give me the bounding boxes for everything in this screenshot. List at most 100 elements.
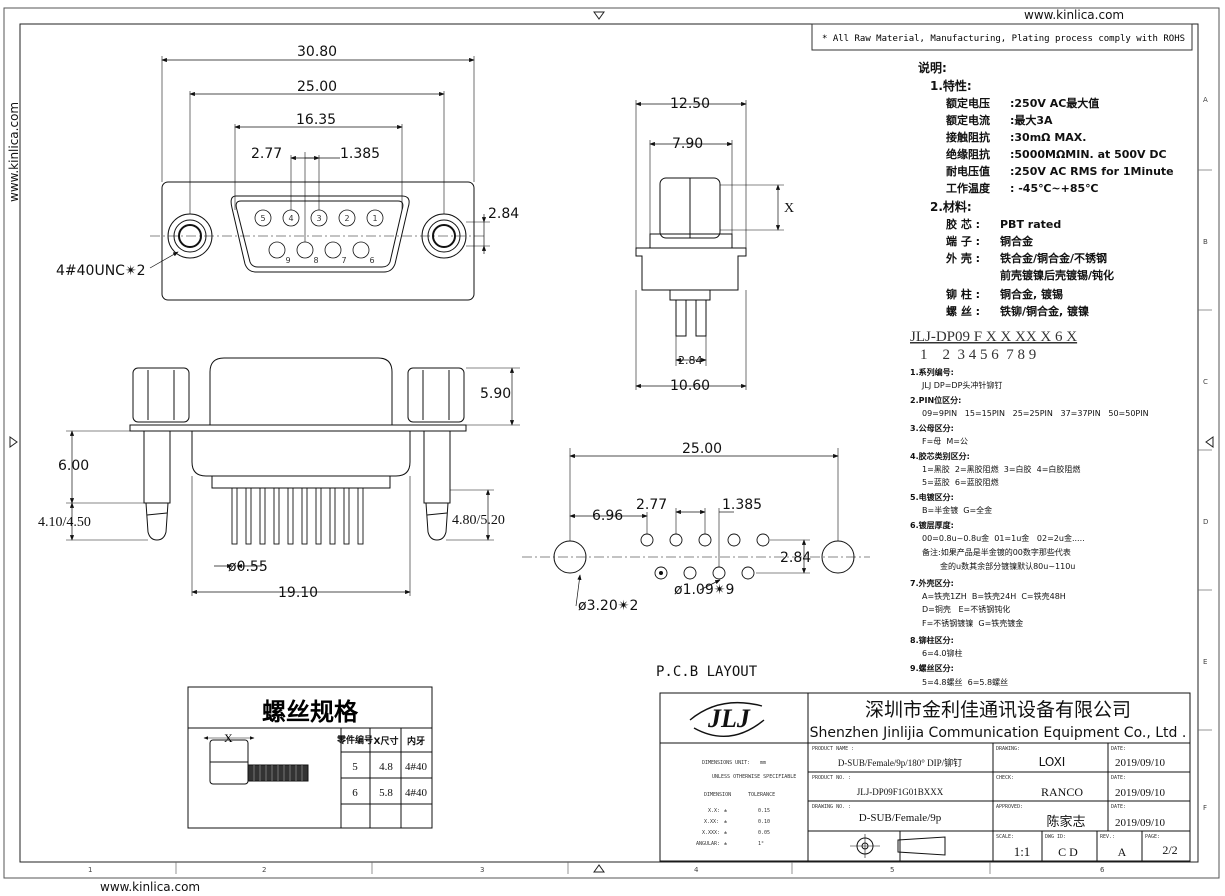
rev-value: A: [1118, 845, 1127, 859]
drawing-date: 2019/09/10: [1115, 757, 1166, 769]
dim-tail-length-right: 4.80/5.20: [452, 513, 505, 528]
tolerance-label: TOLERANCE: [748, 792, 775, 798]
check-by: RANCO: [1041, 785, 1083, 799]
dim-side-pitch: 2.84: [678, 354, 703, 367]
screw-cell: 5: [352, 761, 358, 773]
option-line: 金的u数其余部分镀镍默认80u~110u: [940, 561, 1075, 571]
part-code-index: 1 2 3 4 5 6 7 8 9: [920, 347, 1036, 363]
approved-date: 2019/09/10: [1115, 817, 1166, 829]
pin-number: 5: [260, 214, 265, 223]
dim-tail-length: 4.10/4.50: [38, 515, 91, 530]
dim-shell-height: 5.90: [480, 386, 511, 402]
side-view: [635, 100, 784, 390]
tol-sign: ±: [724, 830, 727, 836]
row-label-e: E: [1203, 658, 1207, 666]
material-value: 铜合金: [999, 234, 1034, 248]
scale-label: SCALE:: [996, 834, 1014, 840]
dim-side-overall: 12.50: [670, 96, 710, 112]
drawing-by: LOXI: [1039, 755, 1066, 769]
tol-sign: ±: [724, 808, 727, 814]
center-mark-left-icon: [9, 436, 18, 448]
company-name-cn: 深圳市金利佳通讯设备有限公司: [865, 699, 1131, 721]
row-label-c: C: [1203, 378, 1208, 386]
row-label-d: D: [1203, 518, 1208, 526]
tol-dim: X.XXX:: [702, 830, 720, 836]
dim-side-shell: 7.90: [672, 136, 703, 152]
outer-frame: [3, 7, 1220, 879]
material-value: PBT rated: [1000, 218, 1061, 231]
spec-label: 额定电流: [946, 113, 990, 127]
dim-pin-offset: 1.385: [340, 146, 380, 162]
material-label: 螺 丝 :: [946, 304, 980, 318]
screw-header-part: 零件编号: [336, 734, 373, 746]
page-label: PAGE:: [1145, 834, 1160, 840]
pin-number: 1: [372, 214, 377, 223]
rev-label: REV.:: [1100, 834, 1115, 840]
dwg-id-label: DWG ID:: [1045, 834, 1066, 840]
product-no-label: PRODUCT NO. :: [812, 775, 851, 781]
dim-pcb-row: 2.84: [780, 550, 811, 566]
url-top[interactable]: www.kinlica.com: [1024, 8, 1124, 22]
dim-mount-width: 25.00: [297, 79, 337, 95]
notes-section-2: 2.材料:: [930, 199, 972, 214]
product-name-label: PRODUCT NAME :: [812, 746, 854, 752]
option-line: 1=黑胶 2=黑胶阻燃 3=白胶 4=白胶阻燃: [922, 464, 1080, 474]
pin-number: 3: [316, 214, 321, 223]
notes-heading: 说明:: [918, 60, 947, 75]
tol-sign: ±: [724, 819, 727, 825]
screw-cell: 6: [352, 787, 358, 799]
dim-pcb-mount-hole: ø3.20✴2: [578, 598, 638, 614]
pin-number: 4: [288, 214, 293, 223]
pin-number: 7: [341, 256, 346, 265]
date-label: DATE:: [1111, 804, 1126, 810]
dim-side-x: X: [784, 201, 794, 216]
check-date: 2019/09/10: [1115, 787, 1166, 799]
company-name-en: Shenzhen Jinlijia Communication Equipmen…: [810, 725, 1187, 741]
tol-dim: ANGULAR:: [696, 841, 720, 847]
option-title: 6.镀层厚度:: [910, 520, 954, 530]
spec-value: : -45℃~+85℃: [1010, 182, 1098, 195]
material-value: 铜合金, 镀锡: [999, 287, 1063, 301]
option-line: A=铁壳1ZH B=铁壳24H C=铁壳48H: [922, 591, 1066, 601]
company-logo: JLJ: [707, 704, 751, 733]
option-title: 8.铆柱区分:: [910, 635, 954, 645]
option-line: 09=9PIN 15=15PIN 25=25PIN 37=37PIN 50=50…: [922, 409, 1149, 418]
dim-pin-pitch: 2.77: [251, 146, 282, 162]
option-title: 9.螺丝区分:: [910, 663, 954, 673]
screw-cell: 4#40: [405, 761, 428, 773]
material-label: 外 壳 :: [945, 251, 980, 265]
option-line: JLJ DP=DP头冲针铆钉: [921, 380, 1002, 390]
dim-pin-span: 19.10: [278, 585, 318, 601]
rohs-box: [811, 23, 1193, 51]
option-line: 备注:如果产品是半金镀的00数字那些代表: [922, 547, 1071, 557]
center-mark-right-icon: [1205, 436, 1214, 448]
tol-value: 0.15: [758, 808, 770, 814]
screw-cell: 4#40: [405, 787, 428, 799]
center-mark-bottom-icon: [593, 864, 605, 873]
tol-value: 0.10: [758, 819, 770, 825]
tol-sign: ±: [724, 841, 727, 847]
spec-label: 工作温度: [946, 181, 991, 195]
profile-view: [66, 357, 520, 596]
dim-pcb-pitch: 2.77: [636, 497, 667, 513]
url-side[interactable]: www.kinlica.com: [7, 102, 21, 202]
spec-label: 耐电压值: [946, 164, 990, 178]
option-line: B=半金镀 G=全金: [922, 505, 992, 515]
col-label-1: 1: [88, 866, 92, 874]
url-bottom[interactable]: www.kinlica.com: [100, 880, 200, 894]
dim-post-height: 6.00: [58, 458, 89, 474]
screw-x-label: X: [224, 731, 233, 745]
dim-overall-width: 30.80: [297, 44, 337, 60]
option-line: 00=0.8u~0.8u金 01=1u金 02=2u金.....: [922, 533, 1085, 543]
tol-value: 1°: [758, 841, 764, 847]
drawing-number: D-SUB/Female/9p: [859, 812, 942, 824]
material-value: 前壳镀镍后壳镀锡/钝化: [1000, 268, 1114, 282]
approved-by: 陈家志: [1046, 814, 1085, 830]
tol-dim: X.X:: [708, 808, 720, 814]
pcb-layout: [522, 448, 870, 607]
check-label: CHECK:: [996, 775, 1014, 781]
screw-header-x: X尺寸: [374, 735, 399, 747]
dim-pin-diameter: ø0.55: [228, 559, 268, 575]
pcb-layout-title: P.C.B LAYOUT: [656, 664, 758, 680]
